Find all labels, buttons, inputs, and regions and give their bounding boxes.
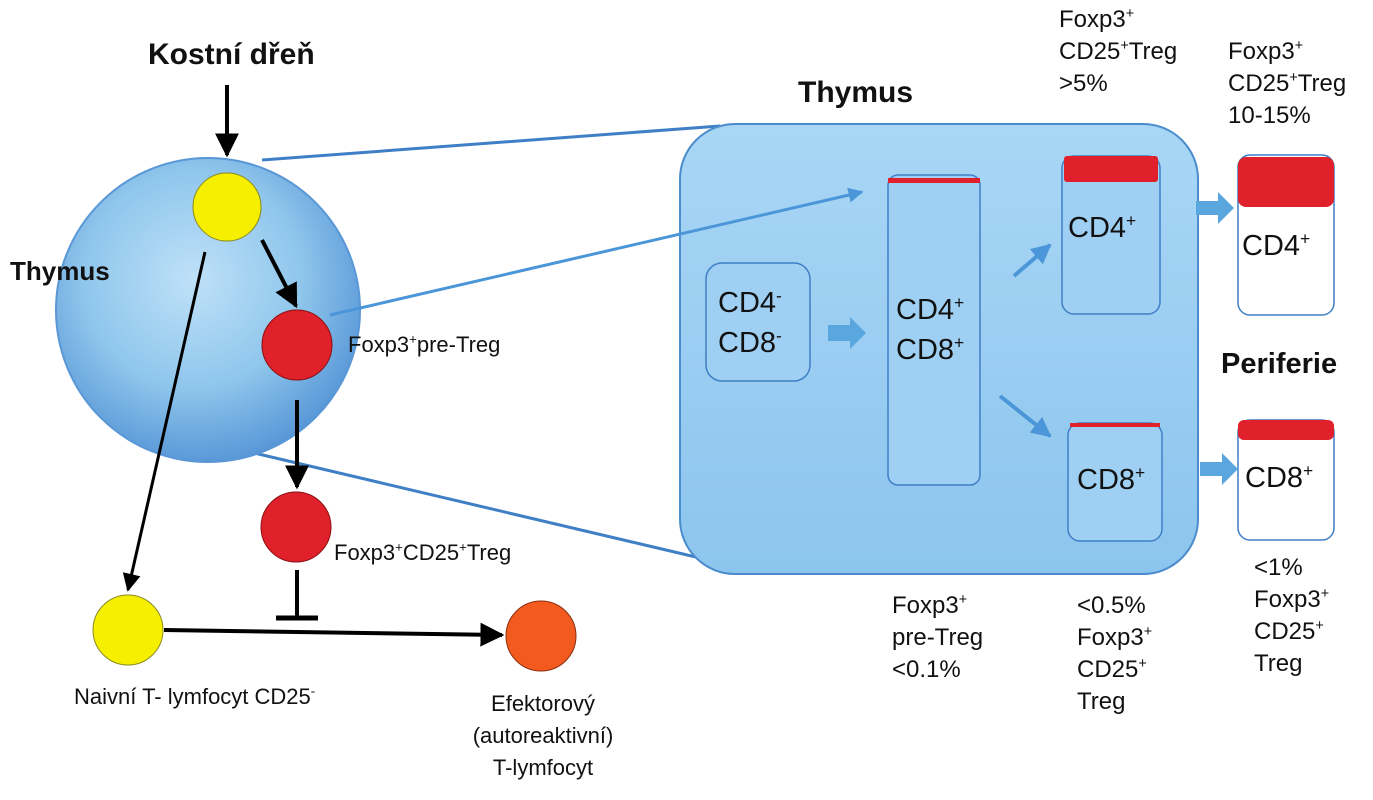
dn-box-text: CD4- CD8- [718, 285, 782, 359]
pre-treg-cell [261, 309, 333, 381]
periphery-label: Periferie [1221, 348, 1338, 380]
cd4-to-periph-arrow [1196, 192, 1234, 224]
yellow-to-pretreg-arrow [260, 239, 298, 309]
dp-box [887, 174, 981, 486]
naive-to-effector-arrow [163, 622, 505, 647]
treg-label: Foxp3+CD25+Treg [334, 539, 512, 565]
cd8-periph-stats: <1% Foxp3+ CD25+ Treg [1254, 554, 1330, 677]
thymus-right-label: Thymus [798, 76, 914, 109]
pre-treg-label: Foxp3+pre-Treg [348, 331, 501, 357]
cd8-thymus-box-text: CD8+ [1077, 462, 1146, 496]
bone-marrow-label: Kostní dřeň [148, 38, 315, 71]
dn-box [705, 262, 811, 382]
cd8-to-periph-arrow [1200, 453, 1238, 485]
cd4-thymus-box-text: CD4+ [1068, 210, 1137, 244]
naive-t-label: Naivní T- lymfocyt CD25- [74, 683, 316, 709]
cd8-periph-box-text: CD8+ [1245, 460, 1314, 494]
precursor-cell-yellow [192, 172, 262, 242]
dp-to-cd8-arrow [998, 394, 1052, 438]
effector-t-cell [505, 600, 577, 672]
cd4-periph-red-band [1238, 157, 1334, 207]
treg-cell [260, 491, 332, 563]
dp-stats: Foxp3+ pre-Treg <0.1% [892, 592, 984, 683]
cd4-periph-stats: Foxp3+ CD25+Treg 10-15% [1228, 38, 1347, 129]
effector-label: Efektorový (autoreaktivní) T-lymfocyt [472, 691, 614, 780]
cd8-thymus-stats: <0.5% Foxp3+ CD25+ Treg [1077, 592, 1153, 715]
cd4-thymus-red-band [1064, 156, 1158, 182]
dp-box-text: CD4+ CD8+ [896, 292, 965, 366]
cd8-thymus-red-band [1070, 423, 1160, 427]
cd8-periph-red-band [1238, 420, 1334, 440]
cd4-thymus-stats: Foxp3+ CD25+Treg >5% [1059, 6, 1178, 97]
thymus-left-label: Thymus [10, 256, 110, 286]
yellow-to-naive-arrow [122, 251, 207, 592]
dn-to-dp-arrow [828, 317, 866, 349]
dp-to-cd4-arrow [1012, 243, 1052, 278]
zoom-line-top [261, 124, 721, 162]
thymus-sphere [55, 157, 361, 463]
naive-t-cell [92, 594, 164, 666]
dp-red-band [888, 178, 980, 183]
cd4-periph-box-text: CD4+ [1242, 228, 1311, 262]
zoom-line-bottom [249, 450, 701, 560]
pretreg-to-dp-line [329, 187, 864, 317]
